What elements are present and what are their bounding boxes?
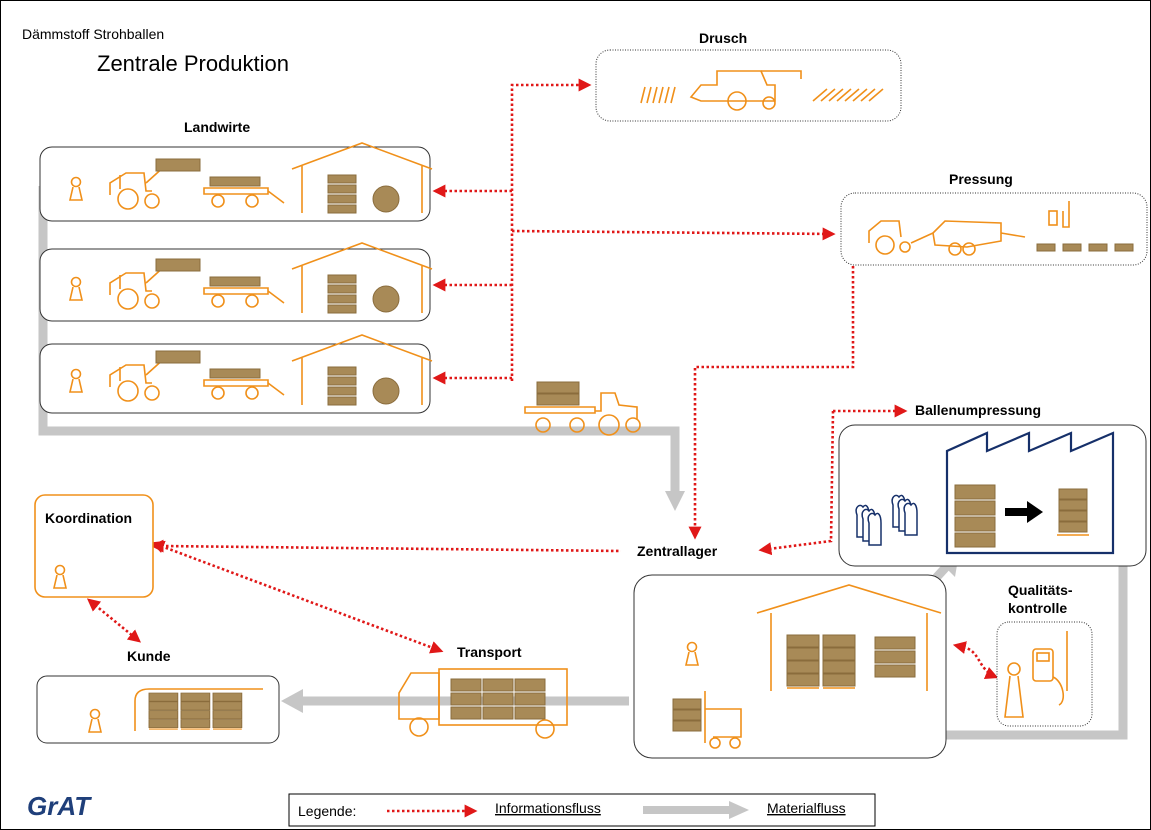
pressung-label: Pressung: [949, 171, 1013, 187]
ballenumpressung-label: Ballenumpressung: [915, 402, 1041, 418]
warehouse-icon: [756, 584, 942, 691]
kunde-label: Kunde: [127, 648, 171, 664]
quality-label-line2: kontrolle: [1008, 600, 1067, 616]
zentrallager-box: [633, 574, 947, 759]
customer-storage-icon: [134, 688, 263, 731]
harvester-icon: [640, 70, 884, 111]
farmer-box-1: [39, 143, 432, 222]
zentrallager-label: Zentrallager: [637, 543, 718, 559]
farmer-box-3: [39, 335, 432, 414]
baler-icon: [868, 201, 1134, 256]
legend-material-label: Materialfluss: [767, 800, 846, 816]
tractor-trailer-icon: [524, 381, 641, 436]
legend-info-label: Informationsfluss: [495, 800, 601, 816]
truck-icon: [398, 668, 568, 739]
quality-control-box: [996, 621, 1093, 727]
factory-icon: [945, 431, 1115, 555]
landwirte-label: Landwirte: [184, 119, 250, 135]
information-flow-lines: [86, 78, 999, 679]
forklift-icon: [672, 691, 742, 749]
diagram-subtitle: Dämmstoff Strohballen: [22, 26, 164, 42]
grat-logo: GrAT: [27, 791, 92, 821]
kunde-box: [36, 675, 280, 744]
diagram-title: Zentrale Produktion: [97, 51, 289, 76]
koordination-label: Koordination: [45, 510, 132, 526]
pressung-box: Pressung: [840, 171, 1148, 266]
legend: Legende: Informationsfluss Materialfluss: [288, 793, 876, 827]
ballenumpressung-box: Ballenumpressung: [838, 402, 1147, 567]
farmer-box-2: [39, 243, 432, 322]
transport-label: Transport: [457, 644, 522, 660]
legend-label: Legende:: [298, 803, 356, 819]
quality-label-line1: Qualitäts-: [1008, 582, 1073, 598]
drusch-label: Drusch: [699, 30, 747, 46]
drusch-box: Drusch: [595, 30, 902, 122]
quality-inspector-icon: [1004, 631, 1068, 718]
koordination-box: Koordination: [34, 494, 154, 598]
